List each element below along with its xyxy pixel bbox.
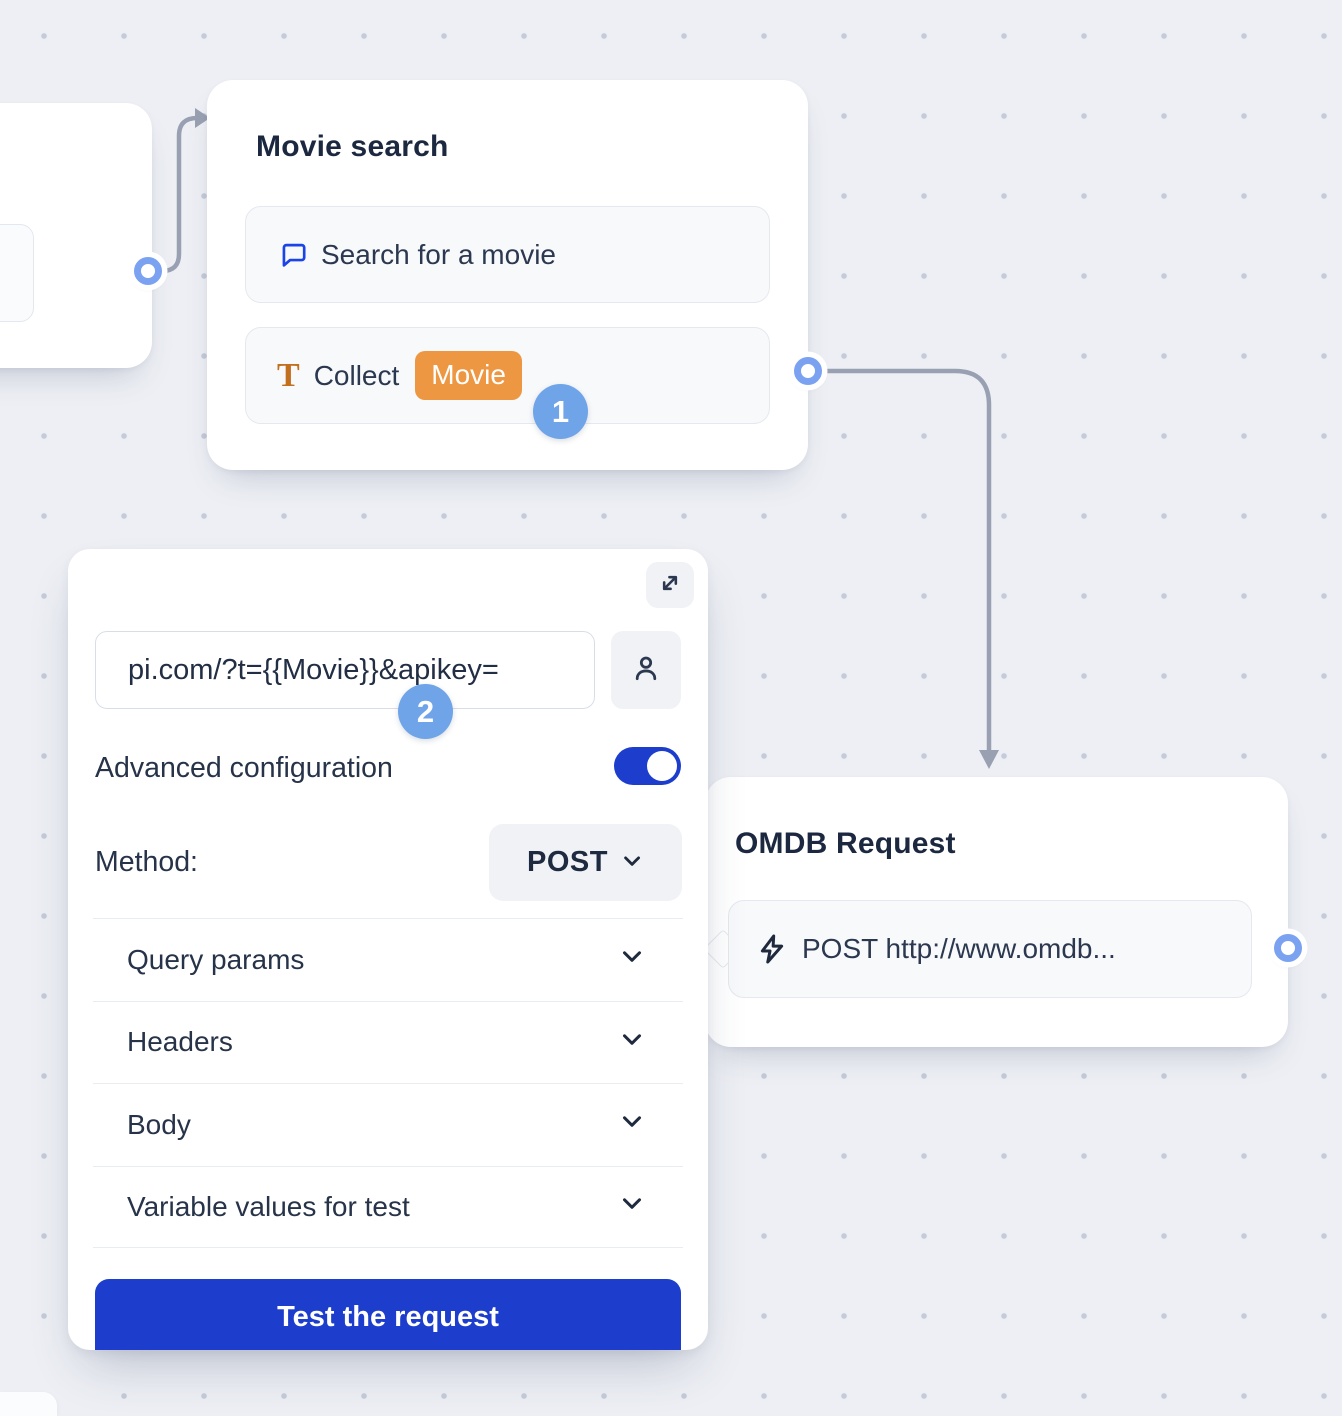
chat-bubble-icon xyxy=(277,239,309,271)
connection-port-omdb-output[interactable] xyxy=(1274,934,1302,962)
lightning-icon xyxy=(755,932,789,966)
partial-node-row[interactable] xyxy=(0,224,34,322)
chevron-down-icon xyxy=(617,1024,647,1061)
expand-button[interactable] xyxy=(646,562,694,608)
section-variable-values[interactable]: Variable values for test xyxy=(93,1165,683,1248)
method-label: Method: xyxy=(95,846,198,878)
node-title: OMDB Request xyxy=(735,827,956,860)
search-row-label: Search for a movie xyxy=(321,238,556,270)
post-request-row[interactable]: POST http://www.omdb... xyxy=(728,900,1252,998)
step-badge-1: 1 xyxy=(533,384,588,439)
partial-node-card-bottom-left[interactable] xyxy=(0,1392,57,1416)
advanced-configuration-label: Advanced configuration xyxy=(95,752,393,784)
section-label: Headers xyxy=(127,1026,233,1058)
variable-chip-movie[interactable]: Movie xyxy=(415,350,522,401)
partial-node-card[interactable] xyxy=(0,103,152,368)
search-for-movie-row[interactable]: Search for a movie xyxy=(245,206,770,303)
advanced-configuration-toggle[interactable] xyxy=(614,747,681,785)
test-request-button[interactable]: Test the request xyxy=(95,1279,681,1350)
webhook-config-panel: pi.com/?t={{Movie}}&apikey= 2 Advanced c… xyxy=(68,549,708,1350)
expand-icon xyxy=(656,569,684,602)
chevron-down-icon xyxy=(617,941,647,978)
connection-port-movie-search-output[interactable] xyxy=(794,357,822,385)
collect-row-label: Collect xyxy=(313,359,400,391)
collect-movie-row[interactable]: T Collect Movie xyxy=(245,327,770,424)
connection-port-left-node[interactable] xyxy=(134,257,162,285)
method-value: POST xyxy=(527,846,608,878)
chevron-down-icon xyxy=(617,1106,647,1143)
omdb-request-node[interactable]: OMDB Request POST http://www.omdb... xyxy=(703,777,1288,1047)
section-label: Variable values for test xyxy=(127,1190,410,1222)
chevron-down-icon xyxy=(618,847,644,878)
insert-variable-button[interactable] xyxy=(611,631,681,709)
text-input-icon: T xyxy=(277,356,300,394)
webhook-url-value: pi.com/?t={{Movie}}&apikey= xyxy=(128,653,499,686)
section-body[interactable]: Body xyxy=(93,1083,683,1166)
node-title: Movie search xyxy=(256,130,449,163)
section-headers[interactable]: Headers xyxy=(93,1000,683,1084)
post-row-label: POST http://www.omdb... xyxy=(802,933,1116,964)
section-query-params[interactable]: Query params xyxy=(93,918,683,1001)
section-label: Query params xyxy=(127,943,305,975)
config-sections: Query params Headers Body Variable value… xyxy=(93,918,683,1248)
movie-search-node[interactable]: Movie search Search for a movie T Collec… xyxy=(207,80,808,470)
chevron-down-icon xyxy=(617,1188,647,1225)
toggle-knob xyxy=(647,751,677,781)
method-dropdown[interactable]: POST xyxy=(489,824,682,901)
section-label: Body xyxy=(127,1108,191,1140)
person-icon xyxy=(630,652,662,689)
step-badge-2: 2 xyxy=(398,684,453,739)
webhook-url-input[interactable]: pi.com/?t={{Movie}}&apikey= xyxy=(95,631,595,709)
test-request-button-label: Test the request xyxy=(277,1301,499,1333)
